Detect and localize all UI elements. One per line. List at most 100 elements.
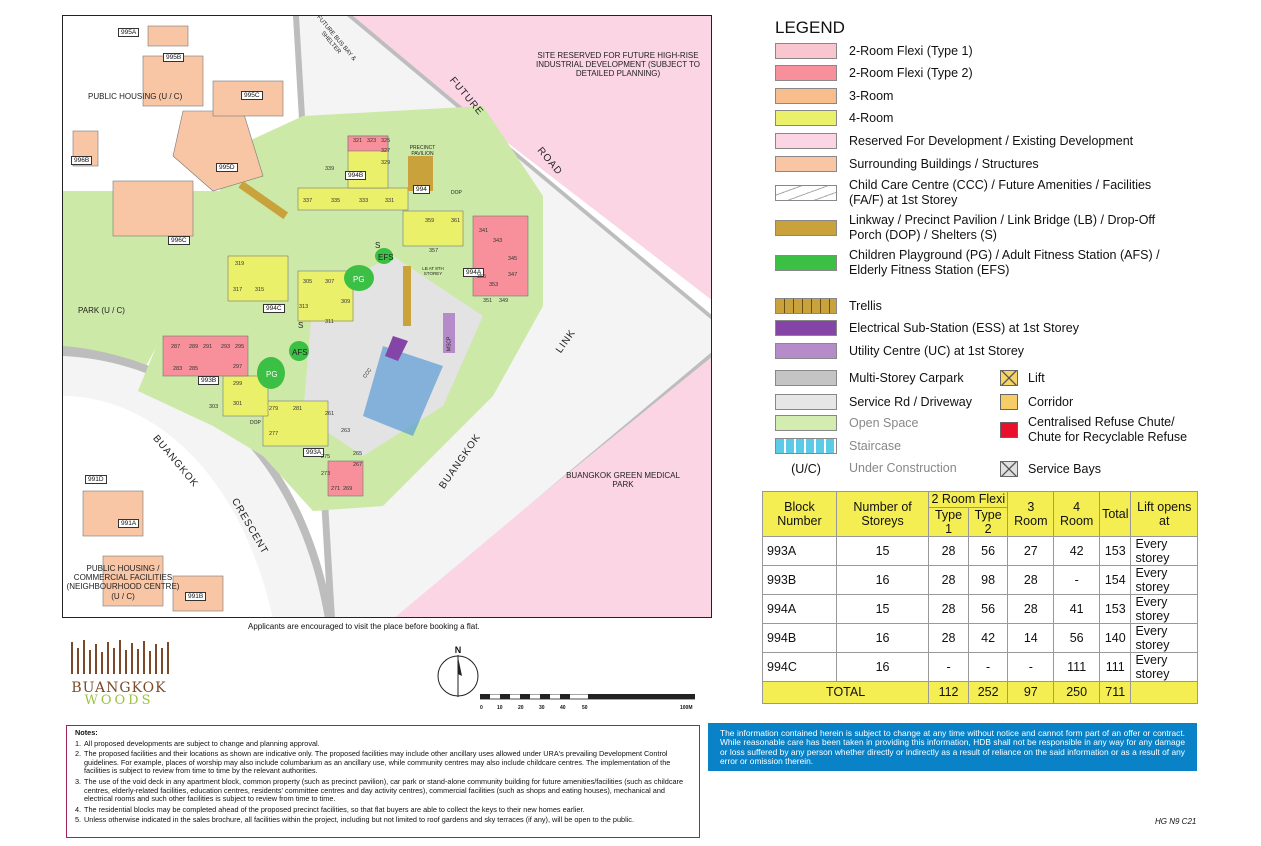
- table-cell: 56: [967, 593, 1009, 624]
- unit-stack-number: 285: [189, 366, 199, 372]
- unit-stack-number: 347: [508, 272, 518, 278]
- note-text: The use of the void deck in any apartmen…: [84, 776, 684, 804]
- unit-mix-table: Block Number Number of Storeys 2 Room Fl…: [761, 491, 1198, 704]
- legend-label: Multi-Storey Carpark: [849, 370, 964, 385]
- unit-stack-number: 299: [233, 381, 243, 387]
- legend-label: Trellis: [849, 298, 882, 313]
- public-housing-label: PUBLIC HOUSING (U / C): [88, 92, 183, 101]
- unit-stack-number: 315: [255, 287, 265, 293]
- header-3room: 3 Room: [1007, 491, 1055, 537]
- efs-label: EFS: [378, 253, 394, 262]
- legend-label: Under Construction: [849, 461, 957, 475]
- header-storeys: Number of Storeys: [835, 491, 930, 537]
- unit-stack-number: 275: [321, 454, 331, 460]
- unit-stack-number: 297: [233, 364, 243, 370]
- logo-line1: BUANGKOK: [71, 680, 167, 696]
- table-cell: 16: [835, 622, 930, 653]
- trees-logo-icon: [71, 640, 169, 674]
- legend-swatch: [775, 298, 837, 314]
- scale-tick: 100M: [680, 705, 693, 711]
- unit-stack-number: 333: [359, 198, 369, 204]
- table-cell: 28: [928, 593, 969, 624]
- scale-tick: 40: [560, 705, 566, 711]
- legend-label: Staircase: [849, 438, 902, 453]
- document-code: HG N9 C21: [1155, 817, 1197, 826]
- legend-label: Surrounding Buildings / Structures: [849, 156, 1039, 171]
- unit-stack-number: 339: [325, 166, 335, 172]
- table-cell: 111: [1099, 651, 1132, 682]
- header-type2: Type 2: [967, 506, 1009, 537]
- block-label: 991A: [118, 519, 140, 528]
- header-4room: 4 Room: [1053, 491, 1101, 537]
- legend-swatch: [775, 220, 837, 236]
- table-cell: Every storey: [1130, 593, 1198, 624]
- unit-stack-number: 319: [235, 261, 245, 267]
- afs-label: AFS: [292, 348, 308, 357]
- note-text: The residential blocks may be completed …: [84, 804, 585, 814]
- dop-label: DOP: [451, 190, 462, 196]
- block-label-994c: 994C: [263, 304, 285, 313]
- legend-label: Linkway / Precinct Pavilion / Link Bridg…: [849, 213, 1156, 242]
- legend-label: Open Space: [849, 415, 919, 430]
- disclaimer-box: The information contained herein is subj…: [708, 723, 1197, 771]
- scale-tick: 20: [518, 705, 524, 711]
- legend-label: Centralised Refuse Chute/ Chute for Recy…: [1028, 415, 1188, 444]
- legend-swatch: [775, 156, 837, 172]
- table-cell: 28: [928, 535, 969, 566]
- legend-item: Open Space: [775, 415, 919, 431]
- legend-swatch: [1000, 394, 1018, 410]
- note-number: 3.: [75, 776, 82, 786]
- legend-swatch: [775, 255, 837, 271]
- header-lift: Lift opens at: [1130, 491, 1198, 537]
- legend-swatch: [775, 415, 837, 431]
- buangkok-woods-logo: BUANGKOK WOODS: [68, 640, 170, 708]
- site-plan-drawing: [63, 16, 711, 617]
- legend-item: Linkway / Precinct Pavilion / Link Bridg…: [775, 213, 1189, 243]
- legend-swatch: [775, 370, 837, 386]
- block-label-994: 994: [413, 185, 430, 194]
- unit-stack-number: 313: [299, 304, 309, 310]
- north-compass: N: [437, 645, 479, 697]
- block-label: 995A: [118, 28, 140, 37]
- table-cell: 994B: [762, 622, 837, 653]
- scale-tick: 30: [539, 705, 545, 711]
- legend-label: Reserved For Development / Existing Deve…: [849, 133, 1134, 148]
- unit-stack-number: 301: [233, 401, 243, 407]
- block-label: 996C: [168, 236, 190, 245]
- table-cell: 140: [1099, 622, 1132, 653]
- unit-stack-number: 283: [173, 366, 183, 372]
- unit-stack-number: 273: [321, 471, 331, 477]
- note-item: 4.The residential blocks may be complete…: [75, 804, 691, 815]
- legend-item: Utility Centre (UC) at 1st Storey: [775, 343, 1024, 359]
- note-item: 3.The use of the void deck in any apartm…: [75, 776, 691, 804]
- block-label: 995D: [216, 163, 238, 172]
- table-cell: 153: [1099, 593, 1132, 624]
- note-text: Unless otherwise indicated in the sales …: [84, 815, 634, 825]
- legend-item: Reserved For Development / Existing Deve…: [775, 133, 1133, 149]
- legend-swatch: [775, 438, 837, 454]
- table-cell: 41: [1053, 593, 1101, 624]
- table-cell: 154: [1099, 564, 1132, 595]
- legend-item: Corridor: [1000, 394, 1073, 410]
- table-cell: -: [967, 651, 1009, 682]
- block-label: 991D: [85, 475, 107, 484]
- site-plan-map: PUBLIC HOUSING (U / C) SITE RESERVED FOR…: [62, 15, 712, 618]
- unit-stack-number: 331: [385, 198, 395, 204]
- legend-label: 2-Room Flexi (Type 1): [849, 43, 973, 58]
- scale-tick: 0: [480, 705, 483, 711]
- unit-stack-number: 293: [221, 344, 231, 350]
- mscp-label: MSCP: [446, 336, 453, 352]
- unit-stack-number: 341: [479, 228, 489, 234]
- scale-tick: 10: [497, 705, 503, 711]
- legend-label: Lift: [1028, 370, 1045, 385]
- block-label-993b: 993B: [198, 376, 220, 385]
- table-cell: -: [1053, 564, 1101, 595]
- legend-label: Child Care Centre (CCC) / Future Ameniti…: [849, 178, 1152, 207]
- table-cell: 153: [1099, 535, 1132, 566]
- unit-stack-number: 263: [341, 428, 351, 434]
- legend-item: Centralised Refuse Chute/ Chute for Recy…: [1000, 415, 1205, 445]
- legend-item: Surrounding Buildings / Structures: [775, 156, 1039, 172]
- unit-stack-number: 287: [171, 344, 181, 350]
